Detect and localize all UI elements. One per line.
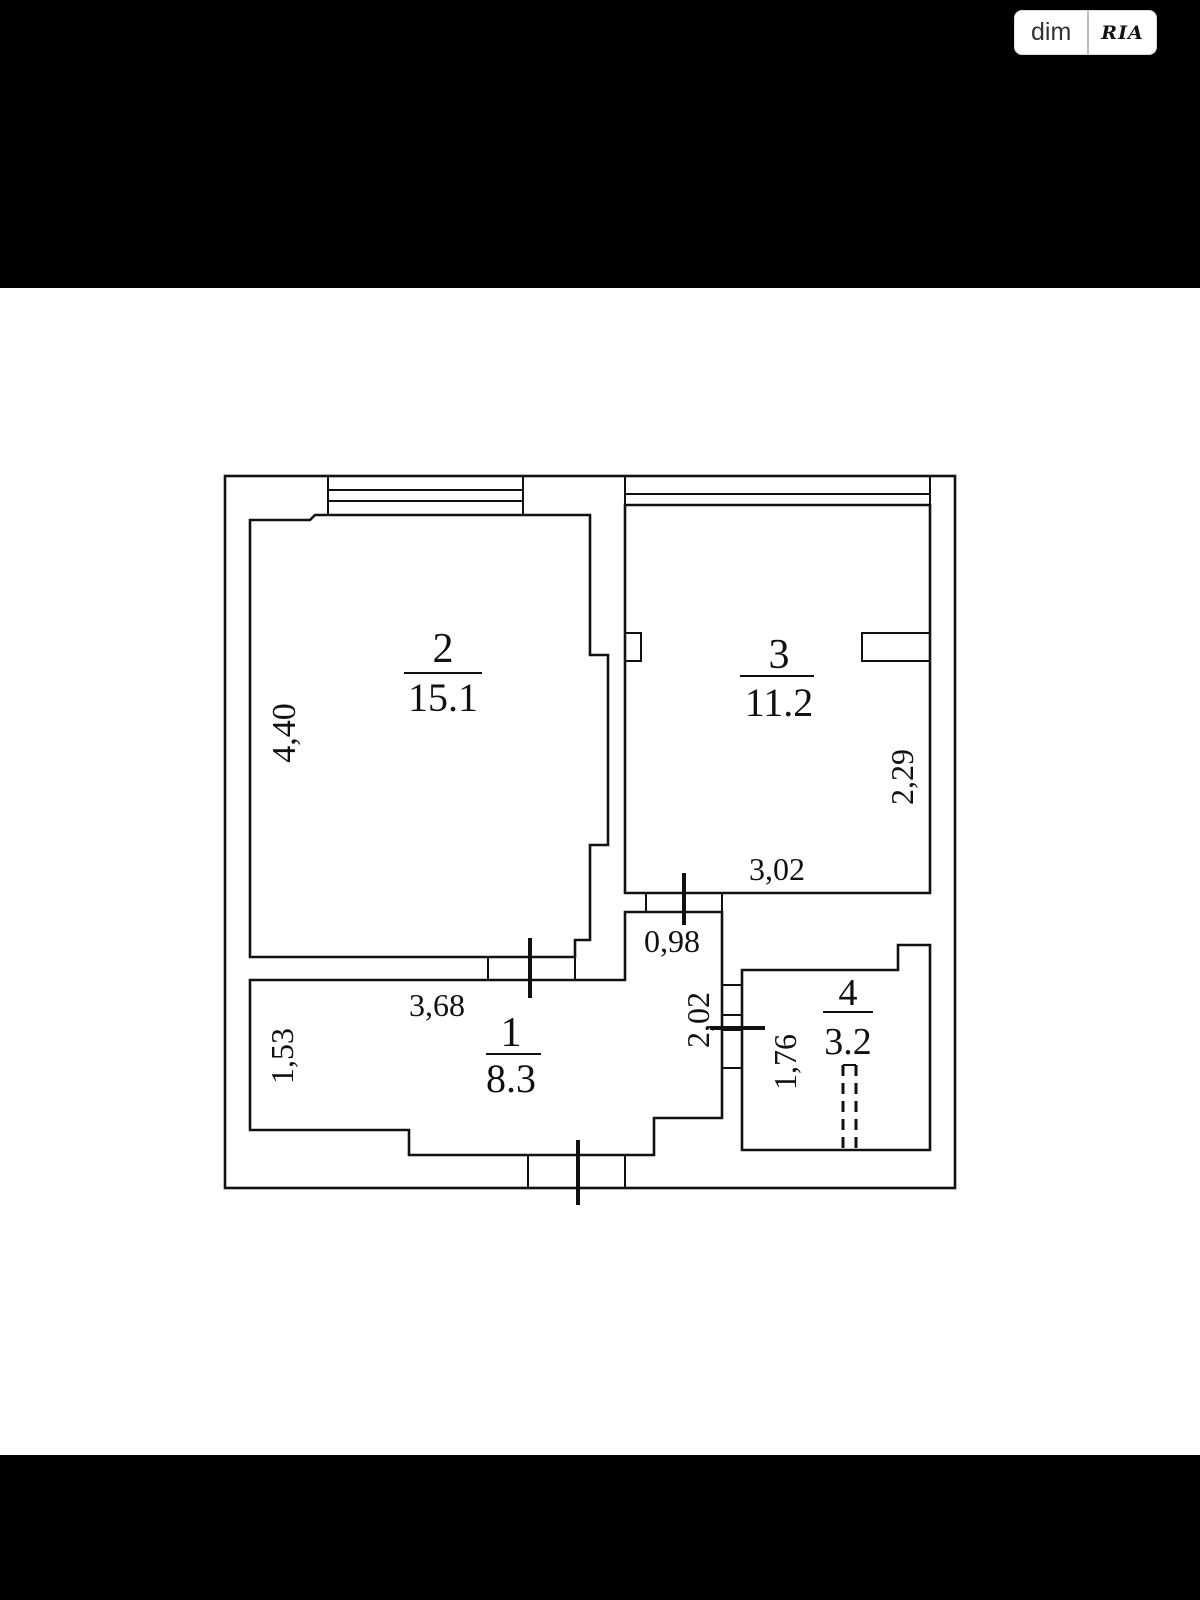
dim-ria-badge[interactable]: dim RIA — [1014, 10, 1157, 55]
room-2-number: 2 — [433, 626, 454, 672]
dim-passage-width: 0,98 — [644, 923, 700, 959]
dim-hall-depth: 2,02 — [680, 992, 716, 1048]
room-3-column-left — [624, 632, 642, 662]
room-3-label: 3 11.2 — [740, 632, 814, 725]
room-1-outline — [248, 910, 724, 1157]
dim-room-2-height: 4,40 — [266, 703, 303, 763]
room-4-dashed-riser — [841, 1064, 858, 1150]
window-room-3 — [624, 476, 931, 505]
floor-plan: 2 15.1 3 11.2 1 8.3 4 3.2 4,40 2,29 3,02… — [223, 474, 957, 1205]
room-3-column-right — [861, 632, 931, 662]
room-4-number: 4 — [839, 972, 858, 1014]
room-1-label: 1 8.3 — [486, 1010, 541, 1101]
room-4-door-frame-top — [721, 984, 743, 1016]
room-4-door-frame-bottom — [721, 1029, 743, 1069]
room-4-outline — [740, 943, 932, 1152]
room-3-area: 11.2 — [745, 680, 814, 725]
room-1-number: 1 — [501, 1010, 522, 1056]
bottom-black-bar — [0, 1455, 1200, 1600]
floor-plan-canvas: 2 15.1 3 11.2 1 8.3 4 3.2 4,40 2,29 3,02… — [0, 288, 1200, 1455]
dim-room-3-width: 3,02 — [749, 851, 805, 887]
site-label: dim — [1015, 11, 1090, 54]
dim-room-3-height: 2,29 — [884, 749, 920, 805]
dim-room-1-width: 3,68 — [409, 987, 465, 1023]
room-4-label: 4 3.2 — [823, 972, 873, 1063]
room-1-area: 8.3 — [486, 1056, 536, 1101]
dim-room-1-height: 1,53 — [264, 1028, 300, 1084]
room-4-area: 3.2 — [824, 1021, 872, 1063]
dim-room-4-height: 1,76 — [767, 1034, 803, 1090]
room-3-number: 3 — [769, 632, 790, 678]
window-room-2 — [327, 475, 524, 516]
room-2-label: 2 15.1 — [404, 626, 482, 720]
top-black-bar: dim RIA — [0, 0, 1200, 288]
room-3-outline — [623, 503, 932, 895]
ria-logo: RIA — [1101, 21, 1144, 44]
room-2-area: 15.1 — [408, 675, 478, 720]
room-2-outline — [248, 513, 610, 959]
